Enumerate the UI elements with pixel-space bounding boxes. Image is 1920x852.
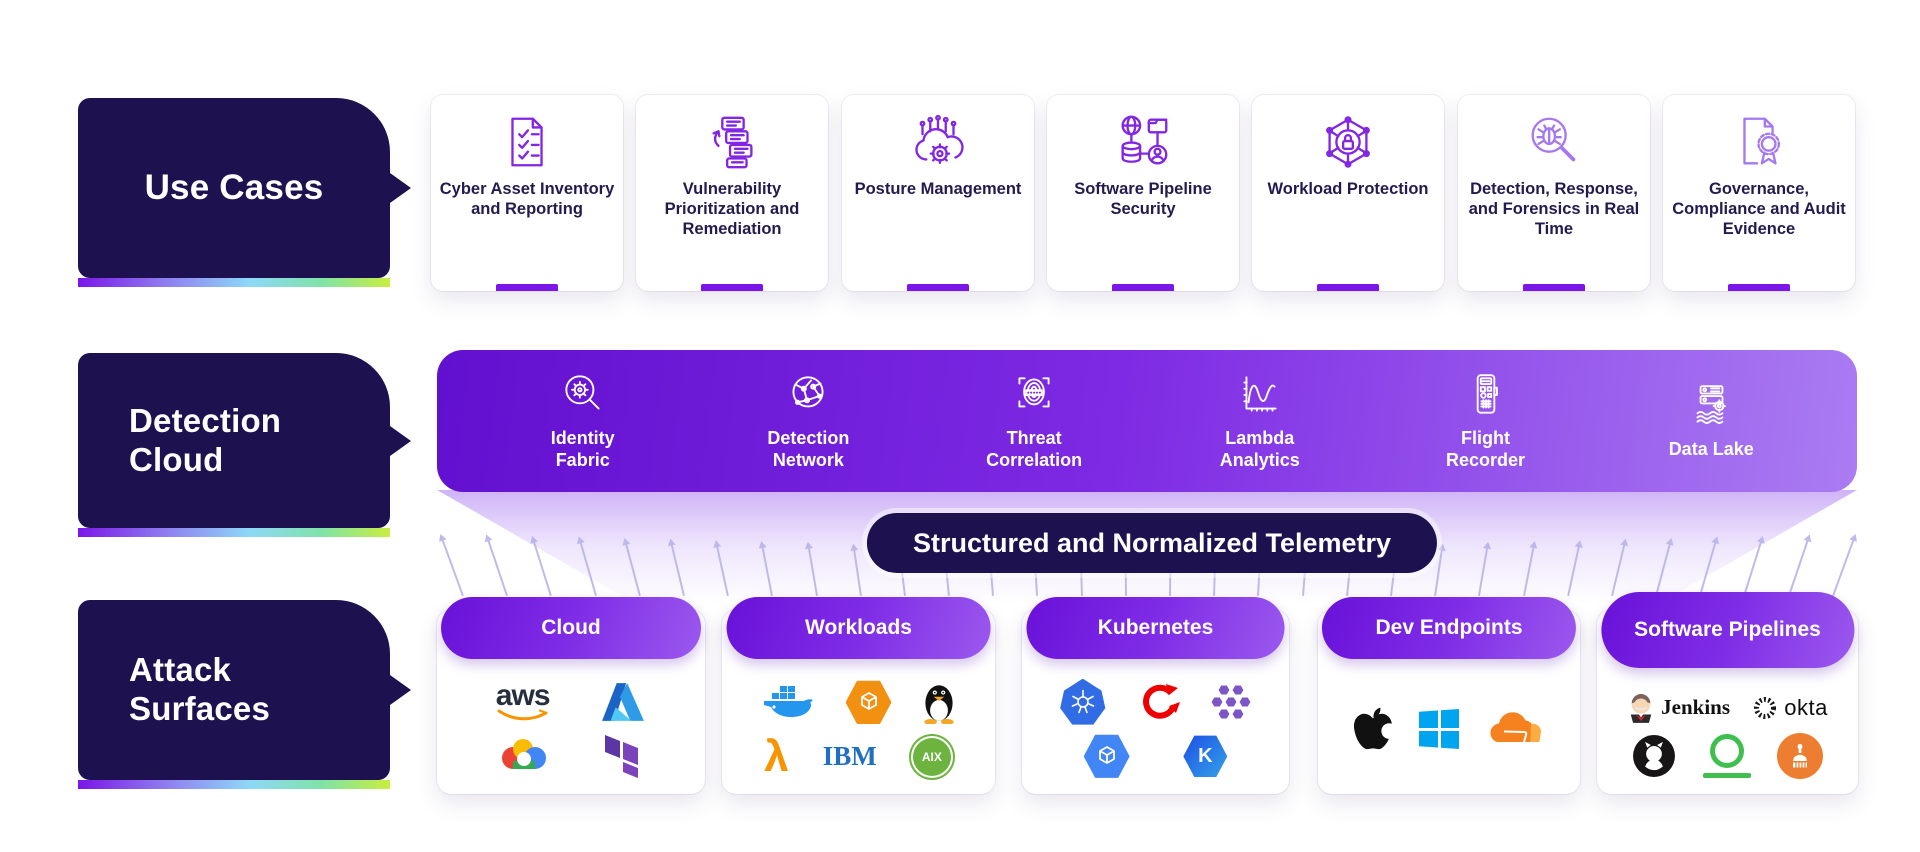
green-ring-logo [1702, 734, 1751, 779]
dev-endpoints-logos [1326, 670, 1572, 788]
use-case-card: Governance, Compliance and Audit Evidenc… [1663, 95, 1855, 291]
bug-magnifier-icon [1523, 109, 1585, 175]
detection-cloud-bar: Identity Fabric Detection Network Threat… [437, 350, 1857, 492]
use-case-title: Posture Management [854, 180, 1022, 198]
detection-cloud-item: Lambda Analytics [1180, 370, 1340, 472]
use-case-title: Governance, Compliance and Audit Evidenc… [1672, 180, 1846, 239]
globe-network-icon [792, 376, 824, 408]
use-case-title: Software Pipeline Security [1074, 180, 1212, 219]
attack-surface-card-cloud: Cloud aws [437, 597, 705, 794]
lock-network-icon [1317, 109, 1379, 175]
detection-cloud-item: Detection Network [728, 370, 888, 472]
card-accent-bar [1317, 284, 1379, 291]
detection-cloud-item: Threat Correlation [954, 370, 1114, 472]
orange-stamp-logo [1777, 733, 1824, 780]
attack-surface-card-title: Software Pipelines [1600, 592, 1855, 668]
docker-logo [763, 686, 813, 718]
attack-surfaces-label: Attack Surfaces [78, 600, 411, 780]
use-case-card: Cyber Asset Inventory and Reporting [431, 95, 623, 291]
waveform-chart-icon [1243, 376, 1277, 412]
use-case-title: Detection, Response, and Forensics in Re… [1468, 180, 1640, 239]
gear-magnifier-icon [565, 375, 600, 410]
recorder-device-icon [1476, 374, 1498, 414]
attack-surface-card-dev-endpoints: Dev Endpoints [1318, 597, 1580, 794]
detection-item-title: Threat Correlation [986, 428, 1083, 470]
card-accent-bar [1523, 284, 1585, 291]
checklist-document-icon [496, 109, 558, 175]
cloud-logos: aws [445, 670, 697, 788]
attack-surfaces-label-text: Attack Surfaces [129, 651, 271, 727]
detection-cloud-label: Detection Cloud [78, 353, 411, 528]
use-cases-label-text: Use Cases [144, 168, 324, 207]
openshift-logo [1142, 683, 1180, 719]
okta-logo: okta [1752, 695, 1828, 721]
github-logo [1632, 735, 1675, 778]
attack-surface-card-title: Workloads [726, 597, 991, 659]
use-case-card: Detection, Response, and Forensics in Re… [1458, 95, 1650, 291]
certificate-document-icon [1728, 109, 1790, 175]
stamp-icon [1793, 744, 1808, 768]
software-pipelines-logos: Jenkins okta [1605, 682, 1850, 788]
attack-surface-card-kubernetes: Kubernetes [1022, 597, 1289, 794]
card-accent-bar [701, 284, 763, 291]
okta-sunburst-icon [1754, 696, 1777, 719]
use-case-card: Workload Protection [1252, 95, 1444, 291]
priority-list-icon [701, 109, 763, 175]
workloads-logos: λ IBM AIX [730, 670, 987, 788]
detection-item-title: Lambda Analytics [1219, 428, 1300, 470]
linux-tux-logo [924, 685, 954, 725]
use-case-card: Software Pipeline Security [1047, 95, 1239, 291]
use-cases-gradient-strip [78, 278, 390, 287]
hexagon-cluster-logo [1210, 684, 1252, 720]
attack-surface-card-title: Kubernetes [1026, 597, 1285, 659]
card-accent-bar [1112, 284, 1174, 291]
aws-lambda-logo: λ [764, 731, 789, 781]
detection-item-title: Flight Recorder [1446, 428, 1526, 470]
apple-logo [1353, 707, 1393, 750]
aws-logo: aws [496, 680, 551, 722]
azure-logo [602, 682, 645, 721]
cloud-gear-icon [907, 109, 969, 175]
detection-cloud-item: Identity Fabric [503, 370, 663, 472]
detection-cloud-gradient-strip [78, 528, 390, 537]
card-accent-bar [907, 284, 969, 291]
card-accent-bar [496, 284, 558, 291]
telemetry-banner: Structured and Normalized Telemetry [866, 513, 1438, 573]
jenkins-logo: Jenkins [1627, 691, 1730, 725]
windows-logo [1419, 709, 1459, 749]
server-waves-icon [1696, 385, 1727, 424]
cloudflare-logo [1489, 712, 1541, 743]
terraform-logo [603, 733, 647, 779]
fingerprint-scan-icon [1018, 377, 1050, 408]
use-case-card: Posture Management [842, 95, 1034, 291]
ibm-logo: IBM [822, 741, 877, 772]
use-case-title: Workload Protection [1267, 180, 1429, 198]
kubernetes-logos: K [1030, 670, 1281, 788]
pipeline-security-icon [1112, 109, 1174, 175]
jenkins-butler-icon [1630, 693, 1652, 723]
container-hexagon-logo [845, 680, 892, 724]
use-cases-label: Use Cases [78, 98, 411, 278]
detection-item-title: Detection Network [767, 428, 850, 470]
kubernetes-logo [1060, 678, 1106, 725]
card-accent-bar [1728, 284, 1790, 291]
attack-surface-card-workloads: Workloads [722, 597, 995, 794]
aix-logo: AIX [910, 735, 953, 778]
detection-cloud-item: Data Lake [1631, 381, 1791, 461]
detection-item-title: Data Lake [1668, 439, 1754, 460]
use-case-title: Vulnerability Prioritization and Remedia… [664, 180, 800, 239]
aws-smile-icon [497, 709, 548, 720]
attack-surfaces-gradient-strip [78, 780, 390, 789]
attack-surface-card-title: Dev Endpoints [1321, 597, 1577, 659]
google-cloud-logo [502, 739, 546, 770]
detection-item-title: Identity Fabric [550, 428, 615, 470]
detection-cloud-label-text: Detection Cloud [129, 401, 282, 478]
use-case-title: Cyber Asset Inventory and Reporting [439, 180, 615, 219]
attack-surface-card-title: Cloud [441, 597, 701, 659]
use-case-card: Vulnerability Prioritization and Remedia… [636, 95, 828, 291]
detection-cloud-item: Flight Recorder [1406, 370, 1566, 472]
gke-logo [1083, 734, 1130, 778]
aks-logo: K [1183, 735, 1228, 777]
attack-surface-card-software-pipelines: Software Pipelines Jenkins [1597, 592, 1858, 794]
